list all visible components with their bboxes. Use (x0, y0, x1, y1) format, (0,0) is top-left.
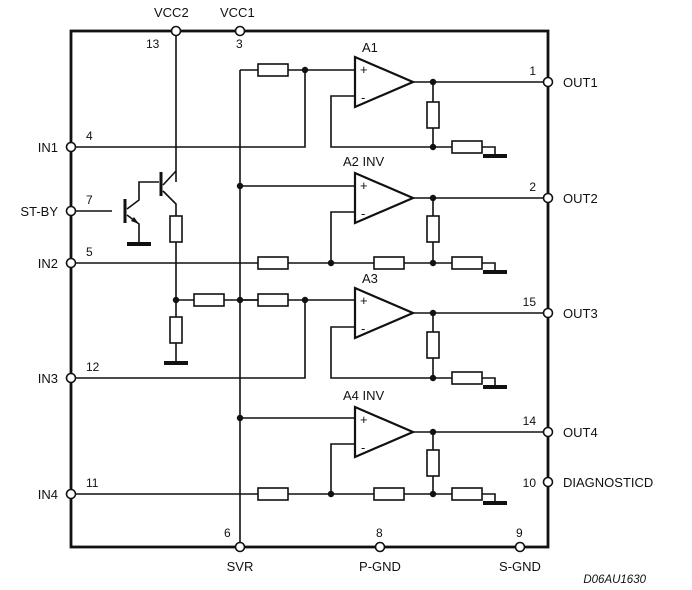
pin-svr-name: SVR (227, 559, 254, 574)
amplifier-a3: + - A3 (353, 271, 416, 340)
pin-in3-name: IN3 (38, 371, 58, 386)
pin-svr-terminal (234, 541, 246, 553)
pin-in4-number: 11 (86, 476, 99, 490)
pin-vcc1-number: 3 (236, 37, 243, 51)
resistor (451, 371, 483, 385)
resistor (257, 487, 289, 501)
pin-out3-number: 15 (523, 295, 537, 309)
pin-out1-number: 1 (529, 64, 536, 78)
pin-out4-number: 14 (523, 414, 537, 428)
pin-pgnd-number: 8 (376, 526, 383, 540)
resistor (426, 449, 440, 477)
resistor (257, 63, 289, 77)
pin-out1-name: OUT1 (563, 75, 598, 90)
resistor (451, 140, 483, 154)
pin-in1-number: 4 (86, 129, 93, 143)
drawing-reference-code: D06AU1630 (583, 574, 646, 586)
pin-vcc1-name: VCC1 (220, 5, 255, 20)
pin-in3-terminal (65, 372, 77, 384)
resistor (426, 101, 440, 129)
pin-sgnd-name: S-GND (499, 559, 541, 574)
pin-in2-number: 5 (86, 245, 93, 259)
pin-in2-name: IN2 (38, 256, 58, 271)
resistor (426, 331, 440, 359)
amplifier-a2: + - A2 INV (343, 154, 416, 225)
pin-stby-terminal (65, 205, 77, 217)
pin-out4-name: OUT4 (563, 425, 598, 440)
pin-in1-terminal (65, 141, 77, 153)
resistor (451, 256, 483, 270)
pin-in3-number: 12 (86, 360, 100, 374)
plus-sign: + (360, 412, 368, 427)
pin-out2-name: OUT2 (563, 191, 598, 206)
pin-diag-name: DIAGNOSTICD (563, 475, 653, 490)
pin-diag-number: 10 (523, 476, 537, 490)
minus-sign: - (361, 321, 365, 336)
pin-sgnd-number: 9 (516, 526, 523, 540)
resistor (373, 256, 405, 270)
resistor (426, 215, 440, 243)
resistor (169, 316, 183, 344)
minus-sign: - (361, 206, 365, 221)
resistor (193, 293, 225, 307)
pin-pgnd-terminal (374, 541, 386, 553)
amplifier-label: A1 (362, 40, 378, 55)
ground-symbols (127, 154, 507, 505)
amplifier-a1: + - A1 (353, 40, 416, 109)
pin-stby-number: 7 (86, 193, 93, 207)
pin-numbers: 13 3 4 7 5 12 11 1 2 15 14 10 6 8 9 (86, 37, 536, 540)
amplifier-label: A4 INV (343, 388, 385, 403)
pin-in1-name: IN1 (38, 140, 58, 155)
plus-sign: + (360, 62, 368, 77)
pin-in2-terminal (65, 257, 77, 269)
amplifier-label: A2 INV (343, 154, 385, 169)
pin-out3-name: OUT3 (563, 306, 598, 321)
pin-names: VCC2 VCC1 IN1 ST-BY IN2 IN3 IN4 OUT1 OUT… (20, 5, 653, 574)
pin-out2-number: 2 (529, 180, 536, 194)
pin-out4-terminal (542, 426, 554, 438)
minus-sign: - (361, 440, 365, 455)
resistor (451, 487, 483, 501)
pin-diag-terminal (542, 476, 554, 488)
pin-out2-terminal (542, 192, 554, 204)
junction-dots (172, 66, 437, 498)
pin-vcc2-number: 13 (146, 37, 160, 51)
pin-terminals (65, 25, 554, 553)
pin-in4-name: IN4 (38, 487, 58, 502)
pin-sgnd-terminal (514, 541, 526, 553)
pin-svr-number: 6 (224, 526, 231, 540)
amplifier-a4: + - A4 INV (343, 388, 416, 459)
amplifier-label: A3 (362, 271, 378, 286)
resistor (257, 293, 289, 307)
plus-sign: + (360, 293, 368, 308)
pin-pgnd-name: P-GND (359, 559, 401, 574)
pin-vcc2-terminal (170, 25, 182, 37)
resistors (169, 63, 483, 501)
resistor (169, 215, 183, 243)
ic-package-outline (69, 29, 550, 549)
plus-sign: + (360, 178, 368, 193)
resistor (257, 256, 289, 270)
pin-vcc1-terminal (234, 25, 246, 37)
pin-vcc2-name: VCC2 (154, 5, 189, 20)
minus-sign: - (361, 90, 365, 105)
wiring (71, 31, 548, 547)
pin-out3-terminal (542, 307, 554, 319)
resistor (373, 487, 405, 501)
pin-out1-terminal (542, 76, 554, 88)
pin-stby-name: ST-BY (20, 204, 58, 219)
pin-in4-terminal (65, 488, 77, 500)
